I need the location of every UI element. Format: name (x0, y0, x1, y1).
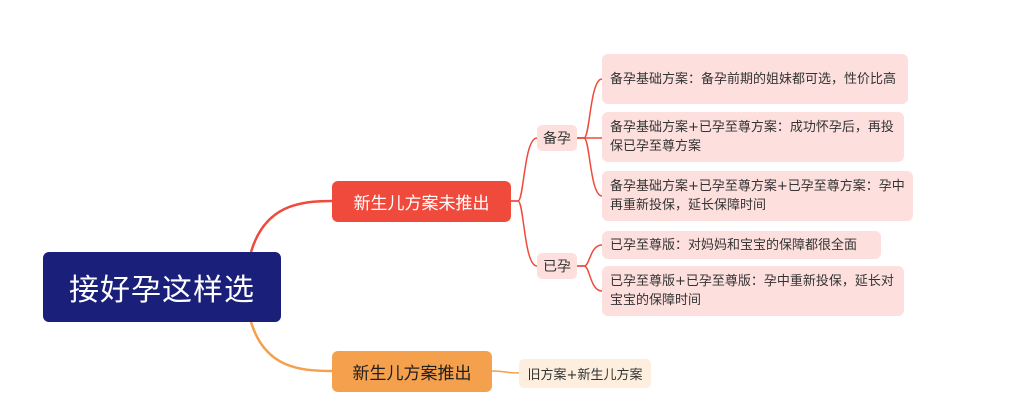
leaf-topic-old-plus-newborn[interactable]: 旧方案+新生儿方案 (519, 359, 651, 388)
connector-sub1-leaf3 (577, 137, 603, 197)
connector-sub1-leaf1 (577, 78, 603, 139)
subtopic-pregnant[interactable]: 已孕 (537, 253, 577, 279)
branch-newborn-launched[interactable]: 新生儿方案推出 (332, 351, 492, 392)
connector-root-branch2 (249, 321, 333, 373)
leaf-topic[interactable]: 已孕至尊版：对妈妈和宝宝的保障都很全面 (602, 231, 881, 259)
subtopic-label: 备孕 (543, 131, 571, 147)
leaf-text: 已孕至尊版+已孕至尊版：孕中重新投保，延长对宝宝的保障时间 (610, 274, 894, 308)
subtopic-label: 已孕 (543, 259, 571, 275)
leaf-text: 已孕至尊版：对妈妈和宝宝的保障都很全面 (610, 237, 858, 253)
connector-branch2-leaf6 (491, 370, 520, 374)
leaf-topic[interactable]: 备孕基础方案：备孕前期的姐妹都可选，性价比高 (602, 54, 908, 104)
leaf-text: 备孕基础方案+已孕至尊方案+已孕至尊方案：孕中再重新投保，延长保障时间 (610, 179, 905, 213)
leaf-topic[interactable]: 已孕至尊版+已孕至尊版：孕中重新投保，延长对宝宝的保障时间 (602, 266, 904, 316)
subtopic-preparing-pregnancy[interactable]: 备孕 (537, 125, 577, 151)
connector-root-branch1 (249, 199, 333, 253)
root-topic-label: 接好孕这样选 (69, 273, 255, 308)
leaf-text: 备孕基础方案：备孕前期的姐妹都可选，性价比高 (610, 71, 897, 87)
leaf-topic[interactable]: 备孕基础方案+已孕至尊方案：成功怀孕后，再投保已孕至尊方案 (602, 112, 904, 162)
connector-branch1-sub2 (511, 200, 538, 267)
connector-sub2-leaf4 (577, 244, 603, 267)
root-topic[interactable]: 接好孕这样选 (43, 252, 281, 322)
leaf-topic[interactable]: 备孕基础方案+已孕至尊方案+已孕至尊方案：孕中再重新投保，延长保障时间 (602, 171, 913, 221)
branch-label: 新生儿方案未推出 (353, 194, 490, 214)
branch-label: 新生儿方案推出 (352, 364, 472, 384)
connector-branch1-sub1 (511, 137, 538, 202)
branch-newborn-not-launched[interactable]: 新生儿方案未推出 (332, 181, 511, 222)
connector-sub2-leaf5 (577, 265, 603, 292)
leaf-text: 旧方案+新生儿方案 (527, 368, 643, 383)
leaf-text: 备孕基础方案+已孕至尊方案：成功怀孕后，再投保已孕至尊方案 (610, 120, 894, 154)
